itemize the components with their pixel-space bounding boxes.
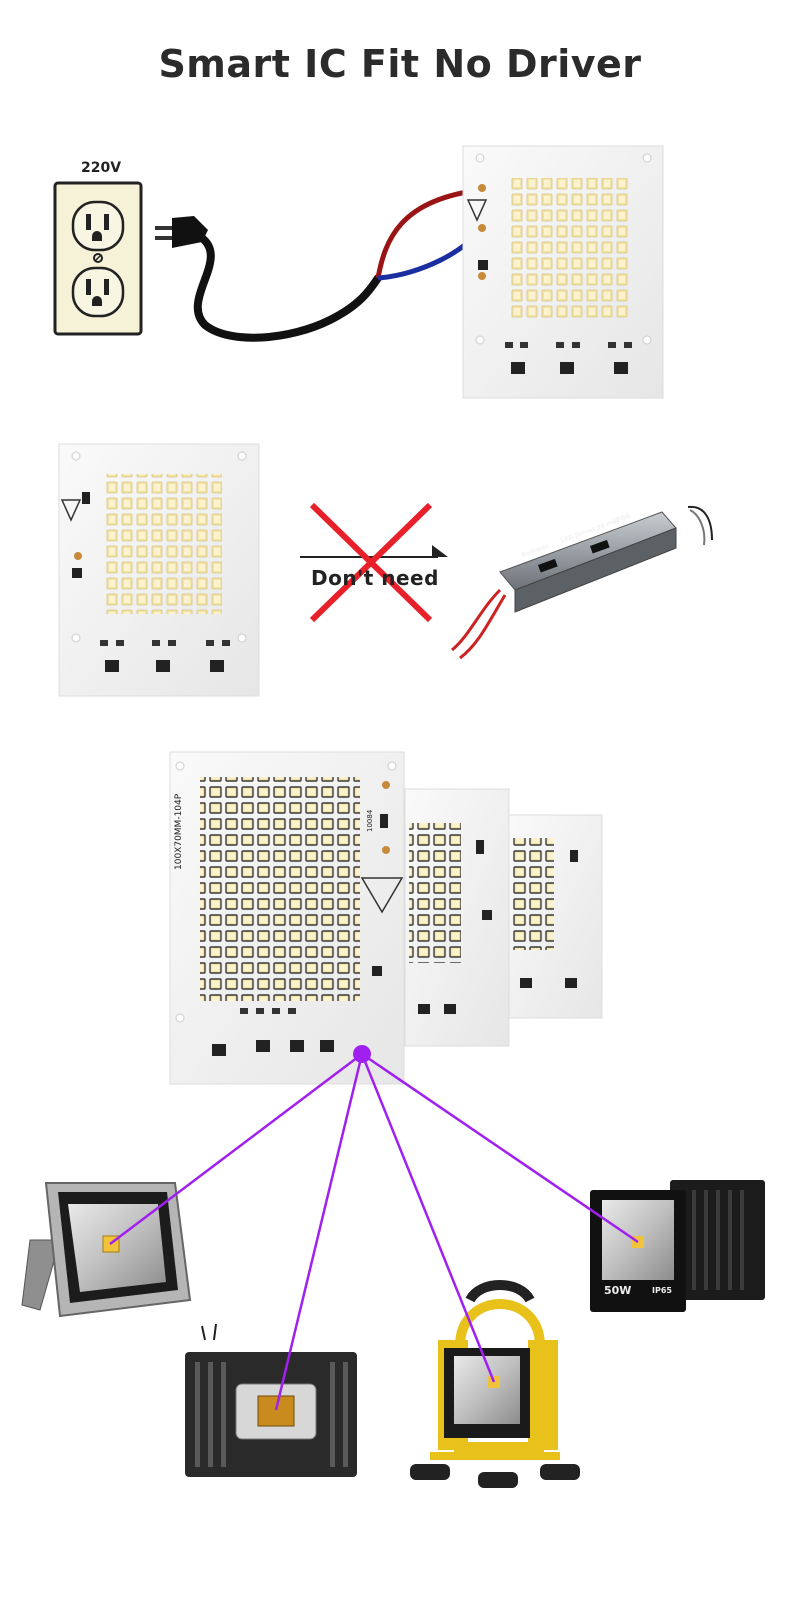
led-board-medium: [404, 788, 510, 1047]
led-board-small: [507, 814, 603, 1019]
led-driver: [451, 505, 713, 660]
wall-outlet: [53, 181, 143, 336]
page-title: Smart IC Fit No Driver: [158, 42, 642, 86]
power-plug: [155, 187, 485, 342]
dont-need-label: Don't need: [311, 566, 439, 590]
led-board-middle: [58, 443, 260, 697]
board-code-large: 100X70MM-104P: [174, 793, 184, 870]
red-cross-icon: [309, 502, 433, 623]
dont-need-arrow: [300, 545, 448, 558]
floodlight-wattage: 50W: [604, 1284, 632, 1297]
connector-hub: [353, 1045, 371, 1063]
floodlight-right: [590, 1180, 765, 1312]
connector-lines: [109, 1052, 639, 1411]
floodlight-ip: IP65: [652, 1286, 672, 1295]
floodlight-left: [21, 1182, 192, 1318]
outlet-voltage-label: 220V: [81, 160, 122, 176]
floodlight-bottom-left: [185, 1323, 357, 1477]
floodlight-portable: [410, 1280, 580, 1488]
led-board-large: [169, 751, 405, 1085]
led-board-top: [462, 145, 664, 399]
board-code-small: 10084: [366, 809, 374, 832]
